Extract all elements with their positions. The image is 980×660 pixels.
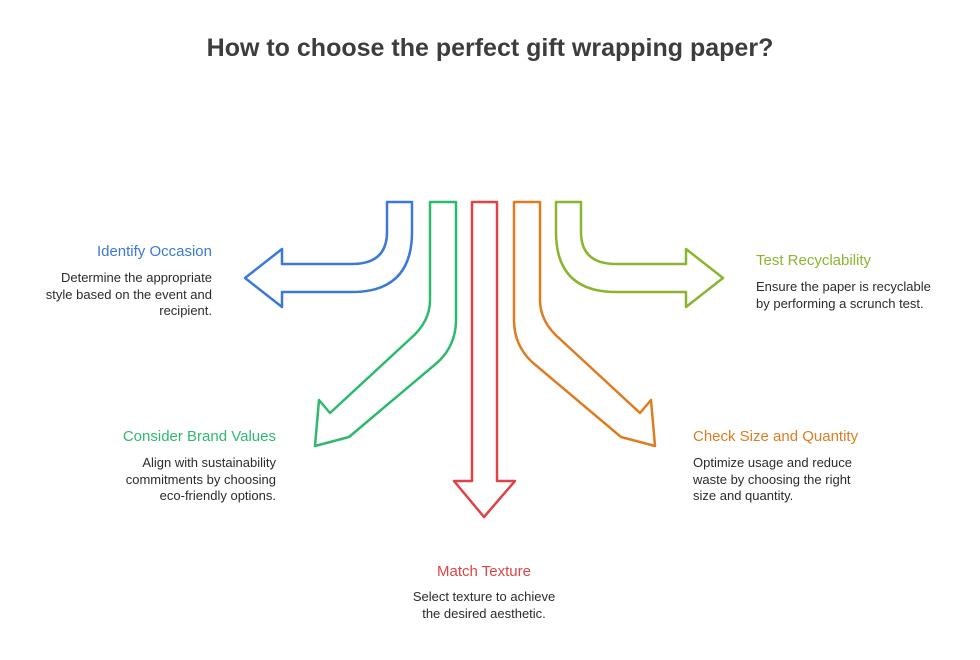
description-line: eco-friendly options. [159, 488, 276, 503]
arrow-test-recyclability [554, 200, 725, 309]
description-check-size-quantity: Optimize usage and reduce waste by choos… [693, 455, 913, 505]
description-line: Ensure the paper is recyclable [756, 279, 931, 294]
label-consider-brand-values: Consider Brand Values [122, 428, 276, 445]
label-test-recyclability: Test Recyclability [756, 252, 872, 269]
description-line: style based on the event and [45, 286, 212, 302]
label-match-texture: Match Texture [437, 563, 531, 580]
description-line: Determine the appropriate [60, 270, 212, 285]
arrow-consider-brand-values [313, 200, 458, 448]
description-line: commitments by choosing [125, 471, 276, 487]
description-line: recipient. [159, 303, 212, 318]
description-identify-occasion: Determine the appropriate style based on… [12, 270, 212, 320]
description-line: size and quantity. [693, 488, 794, 503]
description-consider-brand-values: Align with sustainability commitments by… [76, 455, 276, 505]
description-line: by performing a scrunch test. [756, 295, 924, 311]
arrow-check-size-quantity [512, 200, 657, 448]
description-match-texture: Select texture to achieve the desired ae… [384, 589, 584, 622]
description-test-recyclability: Ensure the paper is recyclable by perfor… [756, 279, 971, 312]
description-line: Select texture to achieve [412, 589, 556, 604]
arrow-identify-occasion [243, 200, 414, 309]
description-line: Optimize usage and reduce [693, 455, 852, 470]
label-check-size-quantity: Check Size and Quantity [693, 428, 859, 445]
arrow-match-texture [452, 200, 517, 519]
label-identify-occasion: Identify Occasion [96, 243, 212, 260]
description-line: waste by choosing the right [693, 471, 851, 487]
description-line: the desired aesthetic. [422, 605, 546, 621]
page-title: How to choose the perfect gift wrapping … [206, 34, 774, 62]
description-line: Align with sustainability [142, 455, 276, 470]
